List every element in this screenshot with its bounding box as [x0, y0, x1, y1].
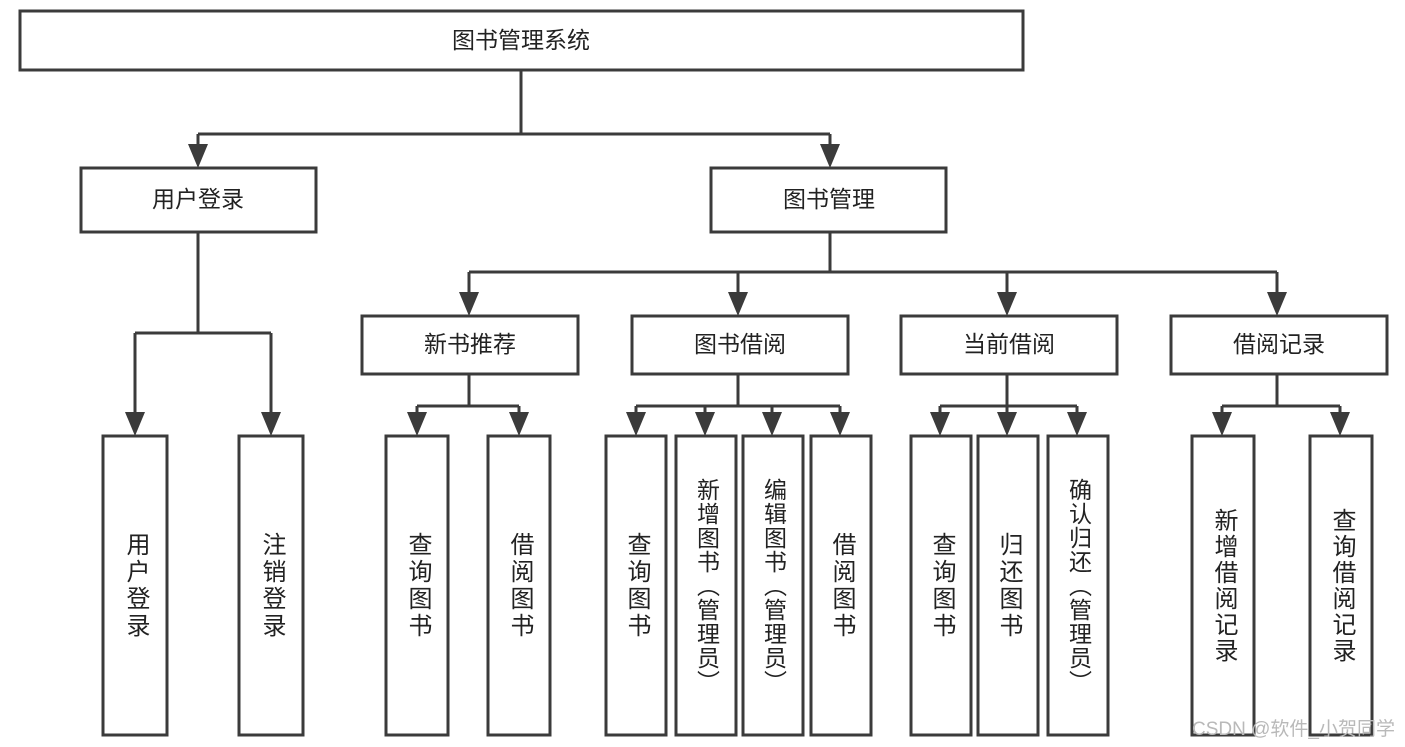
- node-leaf-confirm-return-box[interactable]: [1046, 434, 1110, 737]
- connector-user-login-to-leaves: [125, 232, 281, 436]
- arrow-head-leaf-logout-login: [261, 412, 281, 436]
- node-book-borrow-label: 图书借阅: [694, 331, 786, 357]
- arrow-head-user-login: [188, 144, 208, 168]
- arrow-head-leaf-query-book-3: [930, 412, 950, 436]
- node-current-borrow[interactable]: 当前借阅: [899, 314, 1119, 376]
- node-leaf-query-book-1-box[interactable]: [384, 434, 450, 737]
- node-leaf-add-book-box[interactable]: [674, 434, 738, 737]
- node-book-management-box[interactable]: [709, 166, 948, 234]
- arrow-head-leaf-query-book-1: [407, 412, 427, 436]
- node-root-system[interactable]: 图书管理系统: [18, 9, 1025, 72]
- arrow-head-new-book-recommend: [459, 292, 479, 316]
- arrow-head-leaf-query-record: [1330, 412, 1350, 436]
- connector-root-to-level2: [188, 70, 840, 168]
- node-leaf-query-book-2-box[interactable]: [604, 434, 668, 737]
- node-leaf-borrow-book-2-box[interactable]: [809, 434, 873, 737]
- arrow-head-book-borrow: [728, 292, 748, 316]
- node-current-borrow-box[interactable]: [899, 314, 1119, 376]
- arrow-head-leaf-query-book-2: [626, 412, 646, 436]
- node-user-login-box[interactable]: [79, 166, 318, 234]
- node-borrow-record-box[interactable]: [1169, 314, 1389, 376]
- arrow-head-leaf-return-book: [997, 412, 1017, 436]
- arrow-head-leaf-confirm-return: [1067, 412, 1087, 436]
- connector-current-borrow-to-leaves: [930, 374, 1087, 436]
- node-leaf-query-book-3-box[interactable]: [909, 434, 973, 737]
- arrow-head-current-borrow: [997, 292, 1017, 316]
- connector-new-book-recommend-to-leaves: [407, 374, 529, 436]
- arrow-head-borrow-record: [1267, 292, 1287, 316]
- node-leaf-edit-book-box[interactable]: [741, 434, 805, 737]
- arrow-head-leaf-borrow-book-1: [509, 412, 529, 436]
- node-leaf-user-login-box[interactable]: [101, 434, 169, 737]
- node-borrow-record-label: 借阅记录: [1233, 331, 1325, 357]
- node-root-system-label: 图书管理系统: [452, 27, 590, 53]
- arrow-head-leaf-borrow-book-2: [830, 412, 850, 436]
- node-new-book-recommend[interactable]: 新书推荐: [360, 314, 580, 376]
- node-leaf-borrow-book-1-box[interactable]: [486, 434, 552, 737]
- connector-book-borrow-to-leaves: [626, 374, 850, 436]
- node-leaf-logout-login-box[interactable]: [237, 434, 305, 737]
- arrow-head-book-management: [820, 144, 840, 168]
- arrow-head-leaf-add-record: [1212, 412, 1232, 436]
- node-user-login-label: 用户登录: [152, 186, 244, 212]
- node-leaf-add-record-box[interactable]: [1190, 434, 1256, 737]
- node-root-system-box[interactable]: [18, 9, 1025, 72]
- node-leaf-return-book-box[interactable]: [976, 434, 1040, 737]
- node-book-management[interactable]: 图书管理: [709, 166, 948, 234]
- arrow-head-leaf-user-login: [125, 412, 145, 436]
- node-new-book-recommend-label: 新书推荐: [424, 331, 516, 357]
- connector-borrow-record-to-leaves: [1212, 374, 1350, 436]
- csdn-watermark: CSDN @软件_小贺同学: [1192, 719, 1395, 740]
- arrow-head-leaf-edit-book: [762, 412, 782, 436]
- node-book-management-label: 图书管理: [783, 186, 875, 212]
- connector-book-management-to-level3: [459, 232, 1287, 316]
- node-leaf-query-record-box[interactable]: [1308, 434, 1374, 737]
- node-current-borrow-label: 当前借阅: [963, 331, 1055, 357]
- node-book-borrow[interactable]: 图书借阅: [630, 314, 850, 376]
- node-user-login[interactable]: 用户登录: [79, 166, 318, 234]
- leaf-boxes: [101, 434, 1374, 737]
- node-new-book-recommend-box[interactable]: [360, 314, 580, 376]
- node-book-borrow-box[interactable]: [630, 314, 850, 376]
- node-borrow-record[interactable]: 借阅记录: [1169, 314, 1389, 376]
- arrow-head-leaf-add-book: [695, 412, 715, 436]
